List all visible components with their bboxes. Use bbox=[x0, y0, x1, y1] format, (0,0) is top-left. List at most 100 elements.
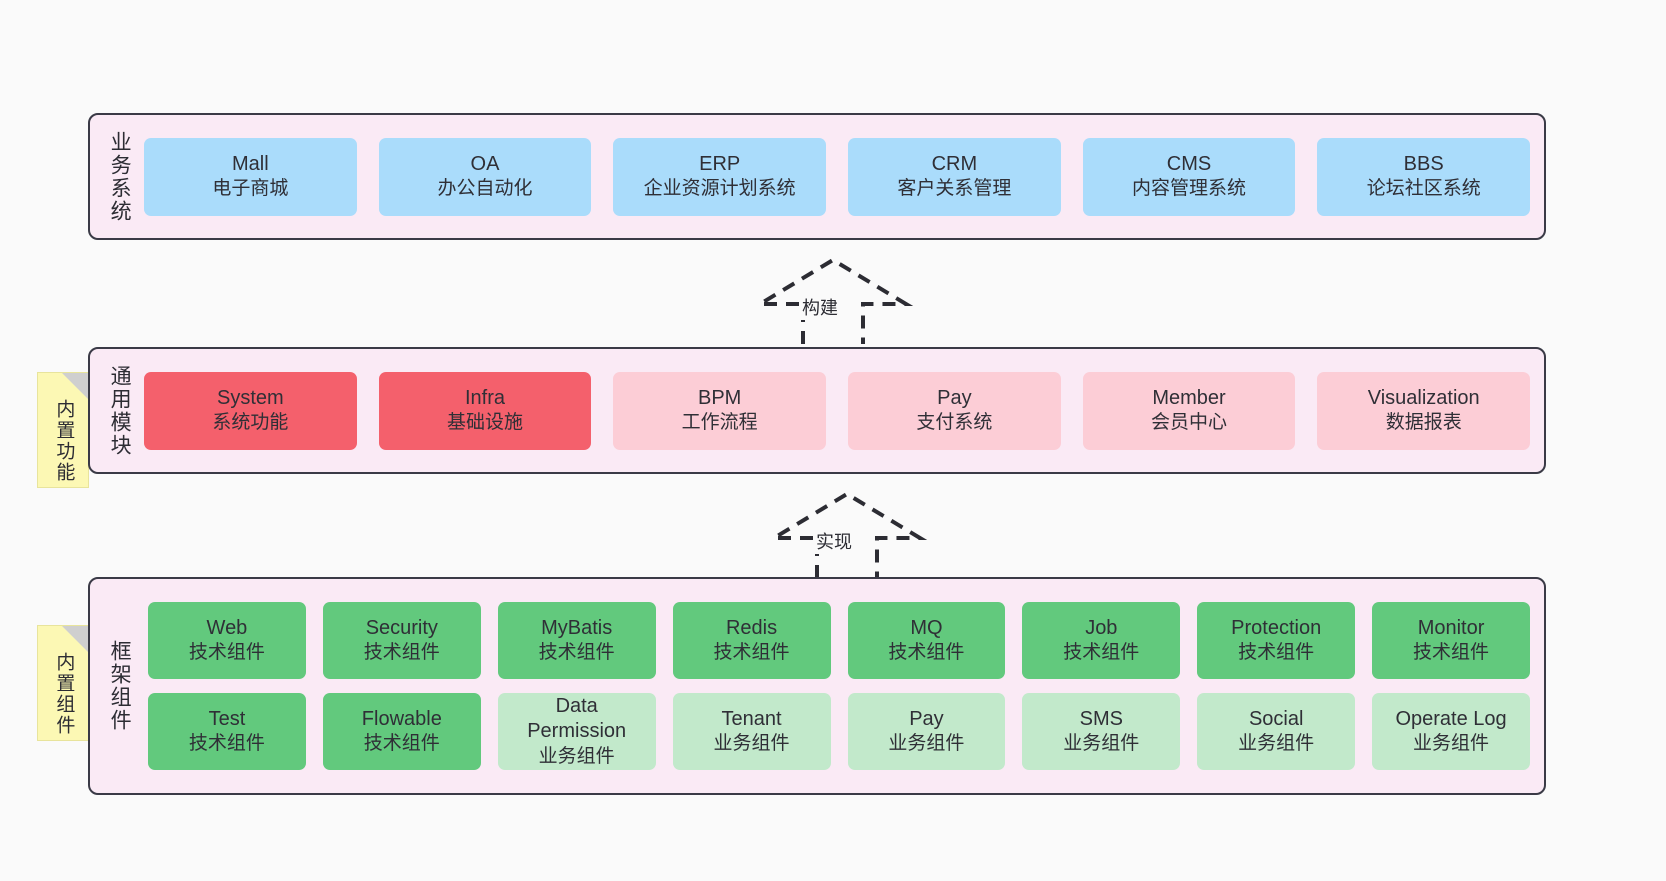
card-subtitle: 技术组件 bbox=[1238, 642, 1315, 664]
note-fold-corner-icon bbox=[62, 626, 88, 652]
card-mall[interactable]: Mall 电子商城 bbox=[144, 137, 357, 216]
card-subtitle: 技术组件 bbox=[363, 733, 440, 755]
card-title: Monitor bbox=[1417, 616, 1485, 639]
card-title: Security bbox=[365, 616, 438, 639]
card-title: ERP bbox=[699, 152, 741, 175]
card-title: CMS bbox=[1166, 152, 1212, 175]
card-system[interactable]: System 系统功能 bbox=[144, 371, 357, 450]
card-title: Tenant bbox=[721, 707, 782, 730]
card-subtitle: 技术组件 bbox=[188, 642, 265, 664]
card-subtitle: 业务组件 bbox=[1063, 733, 1140, 755]
card-subtitle: 内容管理系统 bbox=[1132, 178, 1247, 200]
layer-body-business: Mall 电子商城 OA 办公自动化 ERP 企业资源计划系统 CRM 客户关系… bbox=[138, 115, 1544, 238]
card-title: Member bbox=[1152, 386, 1226, 409]
card-subtitle: 支付系统 bbox=[916, 412, 993, 434]
card-visualization[interactable]: Visualization 数据报表 bbox=[1317, 371, 1531, 450]
card-flowable[interactable]: Flowable 技术组件 bbox=[322, 693, 481, 770]
card-sms[interactable]: SMS 业务组件 bbox=[1022, 693, 1181, 770]
card-subtitle: 技术组件 bbox=[363, 642, 440, 664]
card-title: Mall bbox=[232, 152, 269, 175]
card-title: MyBatis bbox=[541, 616, 613, 639]
layer-framework-components: 框架组件 Web 技术组件 Security 技术组件 MyBatis 技术组件… bbox=[88, 577, 1546, 795]
card-subtitle: 系统功能 bbox=[212, 412, 289, 434]
card-subtitle: 数据报表 bbox=[1385, 412, 1462, 434]
card-web[interactable]: Web 技术组件 bbox=[148, 602, 306, 679]
layer-body-common: System 系统功能 Infra 基础设施 BPM 工作流程 Pay 支付系统… bbox=[138, 349, 1544, 472]
card-title: Protection bbox=[1231, 616, 1322, 639]
card-infra[interactable]: Infra 基础设施 bbox=[378, 371, 592, 450]
card-subtitle: 业务组件 bbox=[1413, 733, 1490, 755]
card-tenant[interactable]: Tenant 业务组件 bbox=[672, 693, 831, 770]
arrow-implement-label: 实现 bbox=[814, 528, 854, 554]
layer-body-framework: Web 技术组件 Security 技术组件 MyBatis 技术组件 Redi… bbox=[138, 579, 1544, 793]
card-subtitle: 工作流程 bbox=[681, 412, 758, 434]
card-pay-business[interactable]: Pay 业务组件 bbox=[847, 693, 1006, 770]
card-title: Pay bbox=[909, 707, 944, 730]
card-title: Pay bbox=[937, 386, 972, 409]
card-subtitle: 业务组件 bbox=[1238, 733, 1315, 755]
card-title: Flowable bbox=[361, 707, 442, 730]
card-subtitle: 技术组件 bbox=[1063, 642, 1140, 664]
card-subtitle: 会员中心 bbox=[1151, 412, 1228, 434]
card-title: MQ bbox=[910, 616, 943, 639]
card-erp[interactable]: ERP 企业资源计划系统 bbox=[613, 137, 827, 216]
sticky-note-builtin-components: 内置组件 bbox=[37, 625, 89, 741]
card-subtitle: 办公自动化 bbox=[437, 178, 533, 200]
card-crm[interactable]: CRM 客户关系管理 bbox=[848, 137, 1061, 216]
layer-common-modules: 通用模块 System 系统功能 Infra 基础设施 BPM 工作流程 Pay… bbox=[88, 347, 1546, 474]
card-security[interactable]: Security 技术组件 bbox=[322, 602, 481, 679]
layer-title-common: 通用模块 bbox=[108, 364, 132, 457]
card-subtitle: 技术组件 bbox=[888, 642, 965, 664]
card-test[interactable]: Test 技术组件 bbox=[148, 693, 306, 770]
arrow-implement-outline bbox=[766, 491, 928, 578]
note-fold-corner-icon bbox=[62, 373, 88, 399]
card-cms[interactable]: CMS 内容管理系统 bbox=[1082, 137, 1296, 216]
card-operate-log[interactable]: Operate Log 业务组件 bbox=[1372, 693, 1530, 770]
card-title: Operate Log bbox=[1395, 707, 1507, 730]
card-redis[interactable]: Redis 技术组件 bbox=[672, 602, 831, 679]
card-title: Social bbox=[1248, 707, 1304, 730]
framework-row-business: Test 技术组件 Flowable 技术组件 Data Permission … bbox=[148, 693, 1530, 770]
card-title: Data Permission bbox=[527, 694, 627, 743]
card-subtitle: 基础设施 bbox=[447, 412, 524, 434]
arrow-build-label: 构建 bbox=[800, 294, 840, 320]
card-title: Visualization bbox=[1367, 386, 1480, 409]
card-title: Infra bbox=[464, 386, 506, 409]
note-text: 内置功能 bbox=[53, 399, 75, 483]
card-mq[interactable]: MQ 技术组件 bbox=[847, 602, 1006, 679]
card-subtitle: 技术组件 bbox=[1413, 642, 1490, 664]
card-pay[interactable]: Pay 支付系统 bbox=[848, 371, 1061, 450]
card-title: Web bbox=[206, 616, 248, 639]
note-text: 内置组件 bbox=[53, 652, 75, 736]
sticky-note-builtin-features: 内置功能 bbox=[37, 372, 89, 488]
card-monitor[interactable]: Monitor 技术组件 bbox=[1372, 602, 1530, 679]
card-member[interactable]: Member 会员中心 bbox=[1082, 371, 1296, 450]
framework-row-technical: Web 技术组件 Security 技术组件 MyBatis 技术组件 Redi… bbox=[148, 602, 1530, 679]
card-subtitle: 技术组件 bbox=[713, 642, 790, 664]
card-title: BPM bbox=[698, 386, 742, 409]
card-bbs[interactable]: BBS 论坛社区系统 bbox=[1317, 137, 1531, 216]
card-social[interactable]: Social 业务组件 bbox=[1197, 693, 1356, 770]
card-mybatis[interactable]: MyBatis 技术组件 bbox=[497, 602, 656, 679]
arrow-implement: 实现 bbox=[766, 491, 928, 578]
card-title: Redis bbox=[725, 616, 778, 639]
card-oa[interactable]: OA 办公自动化 bbox=[378, 137, 592, 216]
card-protection[interactable]: Protection 技术组件 bbox=[1197, 602, 1356, 679]
card-subtitle: 客户关系管理 bbox=[897, 178, 1012, 200]
card-title: BBS bbox=[1403, 152, 1444, 175]
layer-title-business: 业务系统 bbox=[108, 130, 132, 223]
layer-business-systems: 业务系统 Mall 电子商城 OA 办公自动化 ERP 企业资源计划系统 CRM… bbox=[88, 113, 1546, 240]
card-subtitle: 论坛社区系统 bbox=[1366, 178, 1481, 200]
card-data-permission[interactable]: Data Permission 业务组件 bbox=[497, 693, 656, 770]
card-subtitle: 业务组件 bbox=[888, 733, 965, 755]
card-title: CRM bbox=[931, 152, 978, 175]
card-job[interactable]: Job 技术组件 bbox=[1022, 602, 1181, 679]
layer-title-framework: 框架组件 bbox=[108, 640, 132, 732]
card-subtitle: 技术组件 bbox=[538, 642, 615, 664]
card-title: System bbox=[216, 386, 284, 409]
card-bpm[interactable]: BPM 工作流程 bbox=[613, 371, 827, 450]
card-title: Test bbox=[208, 707, 246, 730]
card-subtitle: 业务组件 bbox=[713, 733, 790, 755]
card-subtitle: 业务组件 bbox=[538, 745, 615, 767]
